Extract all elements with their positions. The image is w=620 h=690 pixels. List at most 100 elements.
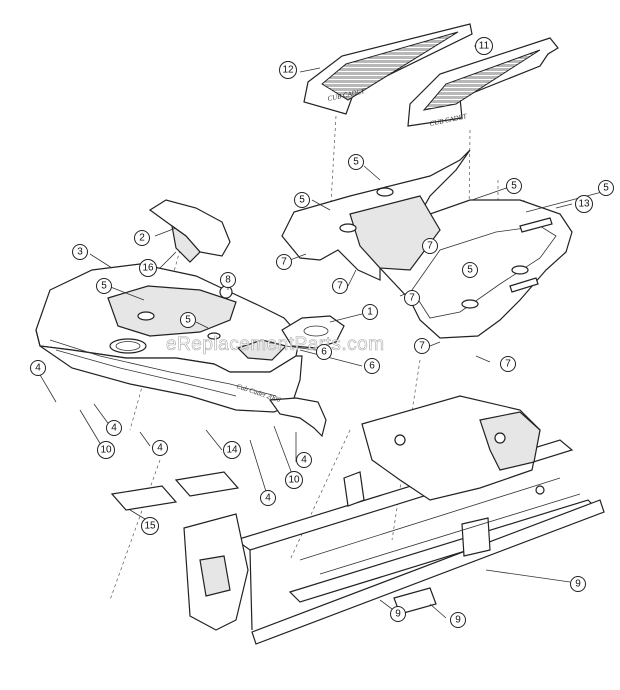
callout-circle xyxy=(30,360,46,376)
callout-circle xyxy=(106,420,122,436)
callout-label: 5 xyxy=(185,315,191,326)
callout-16: 16 xyxy=(139,259,157,277)
callout-circle xyxy=(404,290,420,306)
callout-13: 13 xyxy=(575,195,593,213)
callout-circle xyxy=(414,338,430,354)
callout-circle xyxy=(500,356,516,372)
callout-7: 7 xyxy=(276,254,292,270)
callout-9: 9 xyxy=(390,606,406,622)
callout-label: 10 xyxy=(100,445,112,456)
callout-label: 12 xyxy=(282,65,294,76)
callout-2: 2 xyxy=(134,230,150,246)
cover-plate xyxy=(219,285,345,361)
callout-5: 5 xyxy=(598,180,614,196)
callout-6: 6 xyxy=(316,344,332,360)
callout-label: 5 xyxy=(101,281,107,292)
callout-circle xyxy=(316,344,332,360)
callout-5: 5 xyxy=(348,154,364,170)
callout-9: 9 xyxy=(570,576,586,592)
callout-6: 6 xyxy=(364,358,380,374)
callout-label: 7 xyxy=(419,341,425,352)
callout-label: 9 xyxy=(395,609,401,620)
callout-7: 7 xyxy=(414,338,430,354)
callout-circle xyxy=(139,259,157,277)
callout-circle xyxy=(180,312,196,328)
callout-10: 10 xyxy=(97,441,115,459)
callout-4: 4 xyxy=(30,360,46,376)
callout-label: 7 xyxy=(281,257,287,268)
callout-circle xyxy=(294,192,310,208)
callout-label: 4 xyxy=(301,455,307,466)
callout-4: 4 xyxy=(106,420,122,436)
callout-9: 9 xyxy=(450,612,466,628)
callout-label: 7 xyxy=(505,359,511,370)
callout-circle xyxy=(276,254,292,270)
callout-label: 6 xyxy=(321,347,327,358)
callout-circle xyxy=(279,61,297,79)
callout-circle xyxy=(96,278,112,294)
callout-label: 4 xyxy=(111,423,117,434)
callout-circle xyxy=(450,612,466,628)
callout-label: 5 xyxy=(603,183,609,194)
callout-circle xyxy=(570,576,586,592)
callout-label: 5 xyxy=(467,265,473,276)
callout-14: 14 xyxy=(223,441,241,459)
callout-label: 15 xyxy=(144,521,156,532)
callout-circle xyxy=(506,178,522,194)
callout-label: 10 xyxy=(288,475,300,486)
callout-label: 9 xyxy=(575,579,581,590)
callout-circle xyxy=(220,272,236,288)
callout-circle xyxy=(348,154,364,170)
callout-label: 4 xyxy=(35,363,41,374)
callout-label: 3 xyxy=(77,247,83,258)
callout-circle xyxy=(134,230,150,246)
callout-10: 10 xyxy=(285,471,303,489)
callout-label: 5 xyxy=(511,181,517,192)
callout-12: 12 xyxy=(279,61,297,79)
callout-circle xyxy=(72,244,88,260)
decal-plates xyxy=(110,471,240,511)
callout-circle xyxy=(260,490,276,506)
callout-label: 13 xyxy=(578,199,590,210)
callout-15: 15 xyxy=(141,517,159,535)
callout-label: 16 xyxy=(142,263,154,274)
callout-4: 4 xyxy=(296,452,312,468)
callout-label: 7 xyxy=(409,293,415,304)
callout-3: 3 xyxy=(72,244,88,260)
callout-circle xyxy=(575,195,593,213)
callout-circle xyxy=(475,37,493,55)
callout-label: 14 xyxy=(226,445,238,456)
callout-circle xyxy=(364,358,380,374)
callout-circle xyxy=(422,238,438,254)
callout-1: 1 xyxy=(362,304,378,320)
callout-8: 8 xyxy=(220,272,236,288)
callout-label: 5 xyxy=(353,157,359,168)
callout-5: 5 xyxy=(506,178,522,194)
callout-label: 6 xyxy=(369,361,375,372)
callout-7: 7 xyxy=(500,356,516,372)
callout-label: 4 xyxy=(157,443,163,454)
callout-5: 5 xyxy=(180,312,196,328)
callout-5: 5 xyxy=(96,278,112,294)
callout-circle xyxy=(362,304,378,320)
callout-4: 4 xyxy=(260,490,276,506)
callout-5: 5 xyxy=(294,192,310,208)
callout-circle xyxy=(332,278,348,294)
callout-label: 2 xyxy=(139,233,145,244)
callout-11: 11 xyxy=(475,37,493,55)
callout-7: 7 xyxy=(404,290,420,306)
callout-label: 11 xyxy=(479,41,490,52)
callout-label: 8 xyxy=(225,275,231,286)
seat-bracket xyxy=(148,199,231,263)
callout-circle xyxy=(141,517,159,535)
frame xyxy=(183,395,605,645)
callout-7: 7 xyxy=(422,238,438,254)
callout-7: 7 xyxy=(332,278,348,294)
callout-label: 9 xyxy=(455,615,461,626)
callout-circle xyxy=(462,262,478,278)
callout-circle xyxy=(598,180,614,196)
callout-label: 1 xyxy=(367,307,373,318)
